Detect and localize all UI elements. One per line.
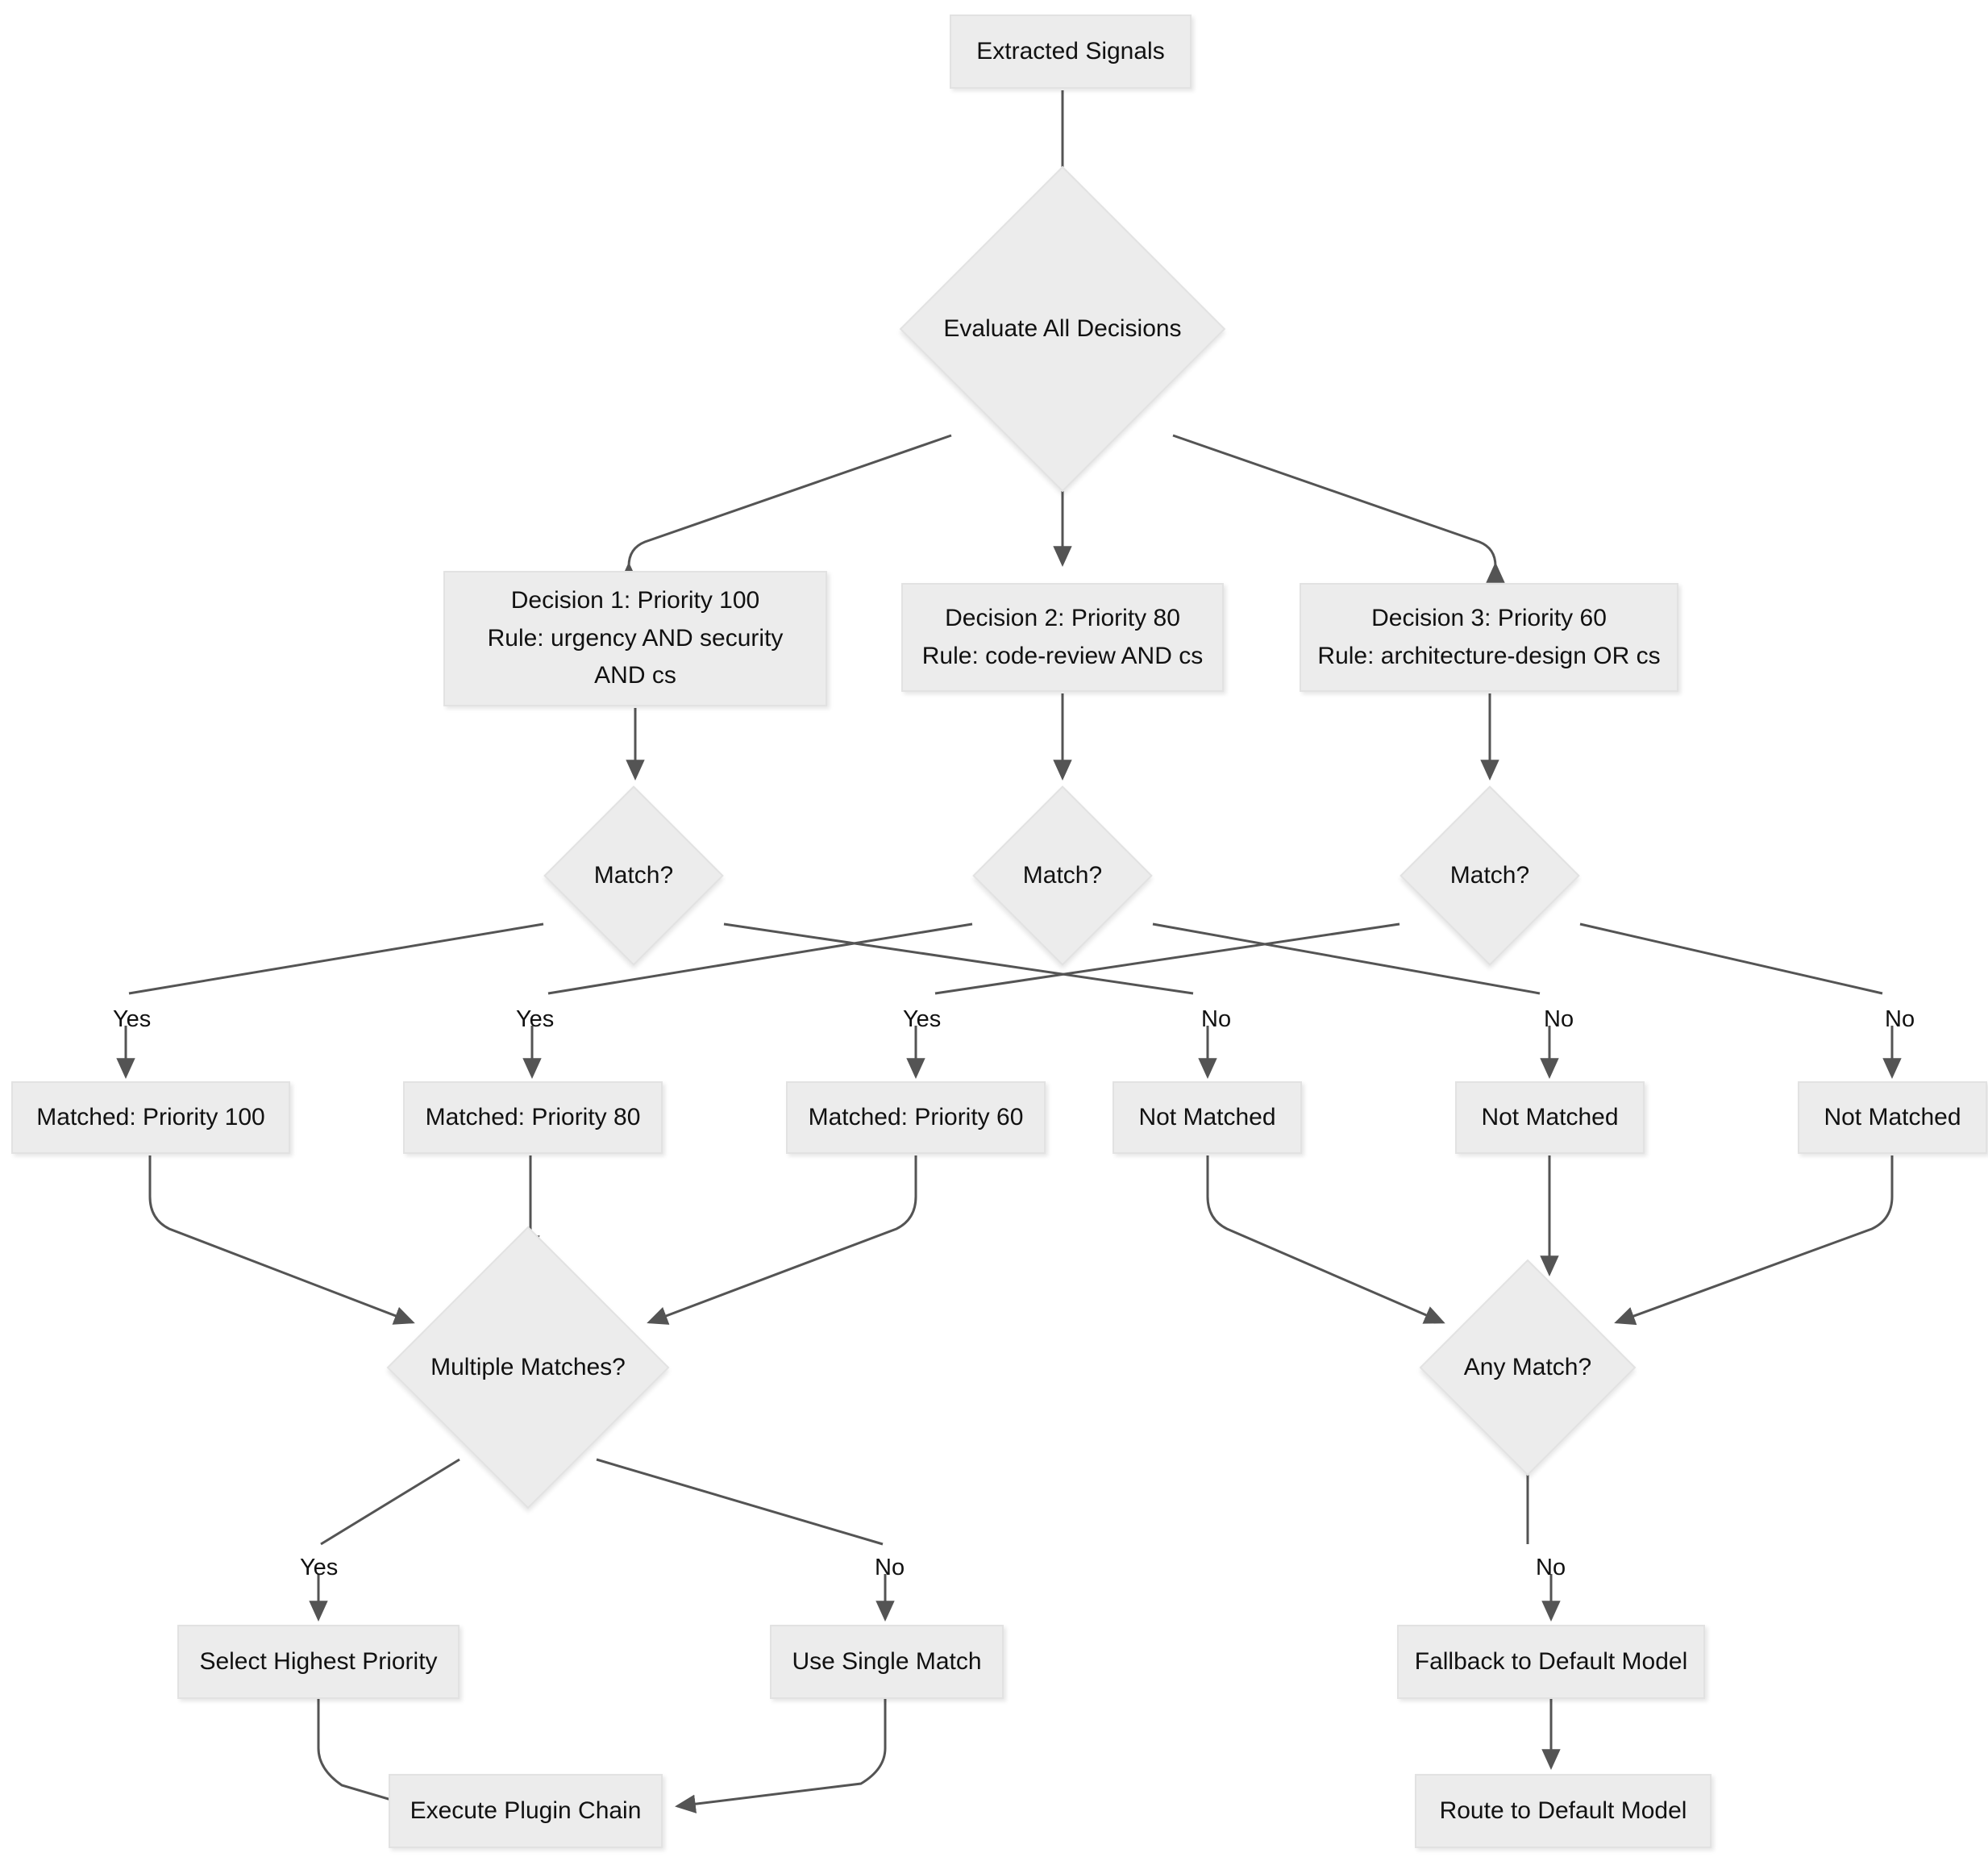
edge-label-no-any: No bbox=[1536, 1555, 1566, 1580]
edge-label-yes-2: Yes bbox=[516, 1006, 555, 1032]
edge-match-2-to-yes-2 bbox=[547, 922, 973, 995]
node-decision-3[interactable]: Decision 3: Priority 60 Rule: architectu… bbox=[1300, 583, 1678, 692]
edge-label-no-1: No bbox=[1201, 1006, 1232, 1032]
node-not-matched-2[interactable]: Not Matched bbox=[1455, 1081, 1645, 1154]
node-match-1[interactable]: Match? bbox=[543, 785, 724, 966]
edge-match-2-to-no-2 bbox=[1152, 922, 1541, 995]
node-label: Match? bbox=[1449, 861, 1530, 889]
node-label: Match? bbox=[593, 861, 674, 889]
node-label: Matched: Priority 100 bbox=[36, 1103, 265, 1130]
node-label: Fallback to Default Model bbox=[1414, 1647, 1688, 1675]
edge-multiple-matches-to-yes-multi bbox=[320, 1458, 460, 1546]
node-label: Execute Plugin Chain bbox=[410, 1797, 642, 1824]
node-matched-80[interactable]: Matched: Priority 80 bbox=[403, 1081, 663, 1154]
node-label: Select Highest Priority bbox=[199, 1647, 438, 1675]
node-label: Decision 2: Priority 80 Rule: code-revie… bbox=[921, 605, 1204, 669]
edge-select-highest-to-execute-plugin bbox=[317, 1699, 415, 1810]
node-decision-1[interactable]: Decision 1: Priority 100 Rule: urgency A… bbox=[443, 571, 827, 706]
edge-use-single-match-to-execute-plugin bbox=[675, 1699, 887, 1813]
node-label: Not Matched bbox=[1824, 1103, 1961, 1130]
node-use-single-match[interactable]: Use Single Match bbox=[770, 1625, 1004, 1699]
edge-match-1-to-yes-1 bbox=[128, 922, 544, 995]
node-label: Match? bbox=[1022, 861, 1103, 889]
edge-label-yes-multi: Yes bbox=[300, 1555, 339, 1580]
node-evaluate-all[interactable]: Evaluate All Decisions bbox=[899, 165, 1226, 493]
node-label: Matched: Priority 60 bbox=[808, 1103, 1024, 1130]
edge-not-matched-1-to-any-match bbox=[1206, 1155, 1445, 1324]
node-label: Evaluate All Decisions bbox=[943, 314, 1182, 342]
node-label: Use Single Match bbox=[792, 1647, 982, 1675]
node-match-3[interactable]: Match? bbox=[1400, 785, 1580, 966]
node-extracted-signals[interactable]: Extracted Signals bbox=[950, 15, 1192, 89]
node-not-matched-3[interactable]: Not Matched bbox=[1798, 1081, 1987, 1154]
node-multiple-matches[interactable]: Multiple Matches? bbox=[386, 1226, 670, 1509]
node-label: Multiple Matches? bbox=[430, 1353, 626, 1380]
edge-match-3-to-no-3 bbox=[1579, 922, 1883, 995]
node-select-highest[interactable]: Select Highest Priority bbox=[177, 1625, 460, 1699]
node-matched-60[interactable]: Matched: Priority 60 bbox=[786, 1081, 1046, 1154]
edge-label-no-multi: No bbox=[875, 1555, 905, 1580]
node-decision-2[interactable]: Decision 2: Priority 80 Rule: code-revie… bbox=[901, 583, 1224, 692]
node-fallback-default[interactable]: Fallback to Default Model bbox=[1397, 1625, 1705, 1699]
edge-label-yes-3: Yes bbox=[903, 1006, 942, 1032]
node-label: Matched: Priority 80 bbox=[425, 1103, 641, 1130]
edge-label-no-3: No bbox=[1885, 1006, 1915, 1032]
node-match-2[interactable]: Match? bbox=[972, 785, 1153, 966]
node-label: Not Matched bbox=[1138, 1103, 1276, 1130]
node-any-match[interactable]: Any Match? bbox=[1419, 1259, 1637, 1476]
edge-evaluate-all-to-decision-1 bbox=[619, 434, 952, 583]
node-label: Not Matched bbox=[1481, 1103, 1619, 1130]
edge-match-1-to-no-1 bbox=[723, 922, 1194, 995]
edge-evaluate-all-to-decision-3 bbox=[1172, 434, 1505, 583]
edge-matched-60-to-multiple-matches bbox=[647, 1155, 917, 1325]
node-label: Route to Default Model bbox=[1439, 1797, 1687, 1824]
node-route-default[interactable]: Route to Default Model bbox=[1415, 1774, 1711, 1848]
edge-not-matched-3-to-any-match bbox=[1614, 1155, 1894, 1326]
node-execute-plugin[interactable]: Execute Plugin Chain bbox=[389, 1774, 663, 1848]
node-label: Extracted Signals bbox=[976, 37, 1165, 65]
node-not-matched-1[interactable]: Not Matched bbox=[1113, 1081, 1302, 1154]
node-label: Decision 1: Priority 100 Rule: urgency A… bbox=[487, 587, 784, 689]
edge-matched-100-to-multiple-matches bbox=[148, 1155, 415, 1325]
node-label: Any Match? bbox=[1463, 1353, 1592, 1380]
edge-label-no-2: No bbox=[1544, 1006, 1574, 1032]
node-label: Decision 3: Priority 60 Rule: architectu… bbox=[1317, 605, 1661, 669]
edge-match-3-to-yes-3 bbox=[934, 922, 1400, 995]
node-matched-100[interactable]: Matched: Priority 100 bbox=[11, 1081, 290, 1154]
edge-label-yes-1: Yes bbox=[113, 1006, 152, 1032]
edge-multiple-matches-to-no-multi bbox=[596, 1458, 884, 1546]
